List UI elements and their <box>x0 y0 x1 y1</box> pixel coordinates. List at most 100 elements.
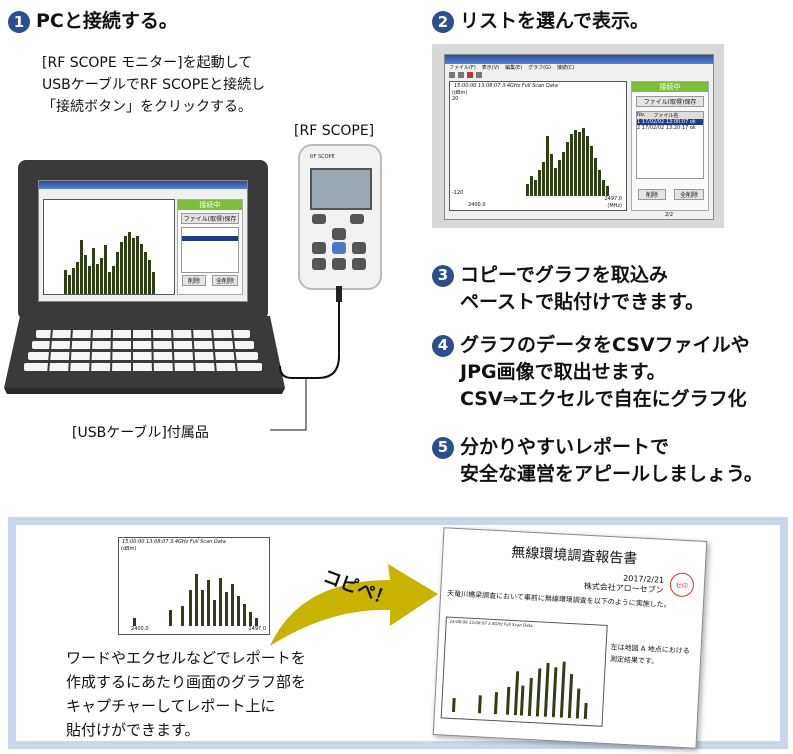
captured-y-unit: (dBm) <box>121 546 137 552</box>
report-page: 無線環境調査報告書 2017/2/21 株式会社アローセブン 社印 天竜川橋梁調… <box>432 527 708 749</box>
toolbar-icon[interactable] <box>458 72 464 78</box>
step3-number-badge: 3 <box>432 264 454 287</box>
laptop-all-delete-button[interactable]: 全削除 <box>212 275 238 286</box>
report-spectrum <box>451 661 588 719</box>
device-key-lcd[interactable] <box>312 214 326 224</box>
report-note: 左は地図 A 地点における 測定結果です。 <box>610 641 690 669</box>
file-list: No. ファイル名 1 17/02/02 13:00:07 ok 2 17/02… <box>636 111 704 179</box>
graph-header: 15:00:00 13:08:07 3.4GHz Full Scan Data <box>454 83 558 89</box>
step2-title: リストを選んで表示。 <box>460 10 650 32</box>
panel-header: 接続中 <box>632 82 708 92</box>
file-list-header: No. ファイル名 <box>637 112 703 119</box>
device-key-down[interactable] <box>332 258 346 270</box>
laptop-list-selected-row[interactable] <box>182 236 238 241</box>
file-save-button[interactable]: ファイル(取得)保存 <box>636 96 704 107</box>
device-key-left[interactable] <box>312 242 326 254</box>
toolbar-icon[interactable] <box>467 72 473 78</box>
bottom-desc-line: キャプチャーしてレポート上に <box>66 697 276 715</box>
file-list-col-no: No. <box>637 112 646 118</box>
page-indicator: 2/2 <box>665 212 674 218</box>
all-delete-button[interactable]: 全削除 <box>674 189 704 200</box>
device-key-zoom[interactable] <box>352 258 366 270</box>
step4-line: CSV⇒エクセルで自在にグラフ化 <box>460 388 747 410</box>
menu-file[interactable]: ファイル(F) <box>449 65 476 71</box>
captured-x-right: 2497.0 <box>248 626 267 632</box>
list-panel: 接続中 ファイル(取得)保存 No. ファイル名 1 17/02/02 13:0… <box>631 81 709 211</box>
x-right-label: 2497.0 <box>604 196 623 202</box>
device-label: [RF SCOPE] <box>294 123 375 139</box>
window-titlebar: RF scopeモニタ <box>445 55 713 72</box>
step2-heading: 2 リストを選んで表示。 <box>432 6 649 33</box>
laptop-spectrum-graph <box>64 232 155 294</box>
report-graph-header: 15:00:00 13:08:07 3.4GHz Full Scan Data <box>449 618 533 629</box>
menu-bar: ファイル(F) 表示(V) 編集(E) グラフ(G) 接続(C) <box>445 64 713 72</box>
device-key-up[interactable] <box>332 228 346 240</box>
report-stamp: 社印 <box>669 572 695 598</box>
device-brand: RF SCOPE <box>310 154 335 160</box>
device-lcd <box>310 168 372 210</box>
toolbar-icon[interactable] <box>476 72 482 78</box>
step5-block: 5 分かりやすいレポートで 安全な運営をアピールしましょう。 <box>432 434 763 488</box>
usb-cable <box>270 286 342 431</box>
laptop-delete-button[interactable]: 削除 <box>182 275 206 286</box>
window-titlebar <box>39 181 247 189</box>
laptop-keyboard-base <box>4 316 285 394</box>
y-top-label: 20 <box>452 96 459 102</box>
step4-line: グラフのデータをCSVファイルや <box>460 334 750 356</box>
captured-x-left: 2400.0 <box>131 626 149 632</box>
bottom-desc-line: 作成するにあたり画面のグラフ部を <box>66 673 307 691</box>
bottom-description: ワードやエクセルなどでレポートを 作成するにあたり画面のグラフ部を キャプチャー… <box>66 646 306 742</box>
step3-line: ペーストで貼付けできます。 <box>460 291 705 313</box>
menu-view[interactable]: 表示(V) <box>481 65 500 71</box>
toolbar <box>445 72 713 80</box>
menu-connect[interactable]: 接続(C) <box>556 65 575 71</box>
spectrum-graph <box>526 128 609 196</box>
software-window: RF scopeモニタ ファイル(F) 表示(V) 編集(E) グラフ(G) 接… <box>444 54 714 220</box>
step4-block: 4 グラフのデータをCSVファイルや JPG画像で取出せます。 CSV⇒エクセルで… <box>432 332 750 413</box>
step4-number-badge: 4 <box>432 334 454 357</box>
file-list-item[interactable]: 2 17/02/02 13:20:17 ok <box>637 125 696 131</box>
step1-description: [RF SCOPE モニター]を起動して USBケーブルでRF SCOPEと接続… <box>42 52 265 118</box>
device-key-ent[interactable] <box>332 242 346 254</box>
step2-number-badge: 2 <box>432 10 454 33</box>
rf-scope-device: RF SCOPE <box>298 144 382 290</box>
device-key-level[interactable] <box>312 258 326 270</box>
cable-label: [USBケーブル]付属品 <box>72 425 209 441</box>
laptop-file-list <box>181 227 239 273</box>
x-left-label: 2400.0 <box>468 202 486 208</box>
step1-desc-line: 「接続ボタン」をクリックする。 <box>42 99 252 115</box>
device-key-right[interactable] <box>352 242 366 254</box>
report-graph: 15:00:00 13:08:07 3.4GHz Full Scan Data <box>440 616 608 727</box>
laptop-software-window: 接続中 ファイル(取得)保存 削除 全削除 <box>38 180 248 302</box>
step1-number-badge: 1 <box>8 10 30 33</box>
delete-button[interactable]: 削除 <box>638 189 666 200</box>
menu-edit[interactable]: 編集(E) <box>505 65 523 71</box>
step5-number-badge: 5 <box>432 436 454 459</box>
laptop-file-button[interactable]: ファイル(取得)保存 <box>181 213 239 224</box>
step3-block: 3 コピーでグラフを取込み ペーストで貼付けできます。 <box>432 262 704 316</box>
step3-line: コピーでグラフを取込み <box>460 264 668 286</box>
step1-desc-line: USBケーブルでRF SCOPEと接続し <box>42 77 266 93</box>
file-list-item[interactable]: 1 17/02/02 13:00:07 ok <box>637 119 703 125</box>
file-list-col-name: ファイル名 <box>653 113 679 119</box>
copy-arrow <box>270 564 438 646</box>
step1-desc-line: [RF SCOPE モニター]を起動して <box>42 55 253 71</box>
step1-title: PCと接続する。 <box>36 10 178 32</box>
y-bottom-label: -120 <box>452 190 464 196</box>
toolbar-icon[interactable] <box>449 72 455 78</box>
x-unit: (MHz) <box>607 203 622 209</box>
graph-area: 15:00:00 13:08:07 3.4GHz Full Scan Data … <box>449 81 627 211</box>
window-title: RF scopeモニタ <box>449 65 495 72</box>
laptop-panel-header: 接続中 <box>178 200 242 210</box>
bottom-desc-line: 貼付けができます。 <box>66 721 200 739</box>
laptop-graph-area <box>43 199 175 295</box>
bottom-desc-line: ワードやエクセルなどでレポートを <box>66 649 306 667</box>
step5-line: 分かりやすいレポートで <box>460 436 670 458</box>
menu-graph[interactable]: グラフ(G) <box>528 65 551 71</box>
captured-graph-header: 15:00:00 13:08:07 3.4GHz Full Scan Data <box>122 539 226 545</box>
device-key-memory[interactable] <box>350 214 364 224</box>
step5-line: 安全な運営をアピールしましょう。 <box>460 463 763 485</box>
laptop-list-panel: 接続中 ファイル(取得)保存 削除 全削除 <box>177 199 243 295</box>
step4-line: JPG画像で取出せます。 <box>460 361 666 383</box>
step1-heading: 1 PCと接続する。 <box>8 6 178 33</box>
